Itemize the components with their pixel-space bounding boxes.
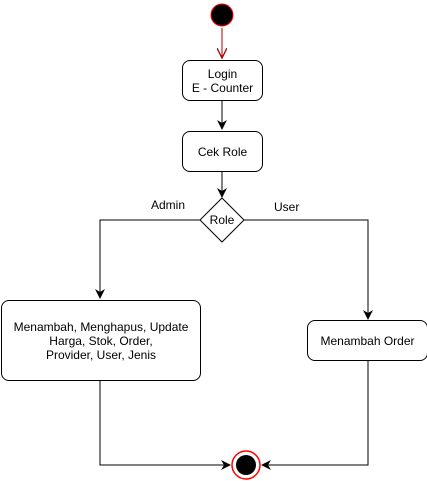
decision-label: Role [209,213,235,227]
user-action-activity: Menambah Order [307,320,427,361]
admin-edge-label: Admin [151,198,186,212]
login-activity: Login E - Counter [182,60,263,101]
start-node [210,3,234,27]
user-to-end-arrow [261,361,369,470]
user-branch-arrow [244,219,373,320]
end-node-core [236,455,256,475]
admin-branch-arrow [95,219,200,299]
admin-action-activity: Menambah, Menghapus, Update Harga, Stok,… [1,300,201,381]
role-decision-diamond [199,197,245,243]
cek-role-activity: Cek Role [182,131,263,172]
admin-to-end-arrow [99,380,231,470]
user-edge-label: User [274,200,300,214]
